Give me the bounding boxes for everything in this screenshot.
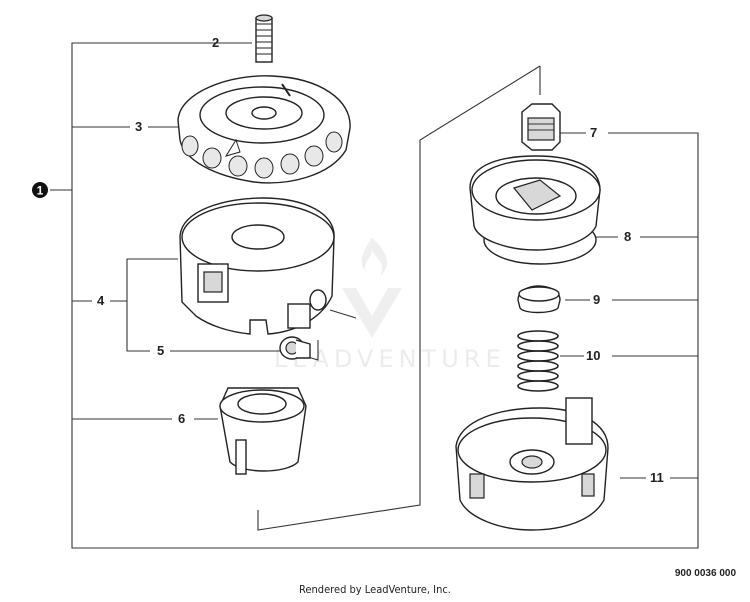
assembly-badge [32, 182, 48, 198]
part-4-housing [179, 197, 335, 335]
callout-lines [50, 42, 699, 549]
part-7-bolt [521, 103, 561, 151]
callout-labels: 1 2 3 4 5 6 7 8 9 10 11 [32, 35, 664, 485]
label-1: 1 [37, 184, 44, 198]
label-7: 7 [590, 125, 597, 140]
leadventure-watermark: LEADVENTURE [274, 238, 506, 373]
part-2-stud [255, 14, 273, 63]
diagram-code: 900 0036 000 [674, 568, 736, 579]
part-10-spring [517, 330, 559, 392]
label-11: 11 [650, 470, 664, 485]
part-9-button [517, 285, 561, 314]
label-5: 5 [157, 343, 164, 358]
label-4: 4 [97, 293, 105, 308]
label-10: 10 [586, 348, 600, 363]
part-8-spool [469, 155, 601, 265]
part-11-base [455, 397, 609, 531]
part-3-cap [177, 75, 351, 184]
part-5-eyelet [279, 336, 311, 360]
watermark-text: LEADVENTURE [274, 345, 506, 373]
label-9: 9 [593, 292, 600, 307]
label-8: 8 [624, 229, 631, 244]
label-6: 6 [178, 411, 185, 426]
rendered-by-credit: Rendered by LeadVenture, Inc. [299, 583, 451, 596]
label-2: 2 [212, 35, 219, 50]
label-3: 3 [135, 119, 142, 134]
part-6-adapter [219, 387, 307, 475]
